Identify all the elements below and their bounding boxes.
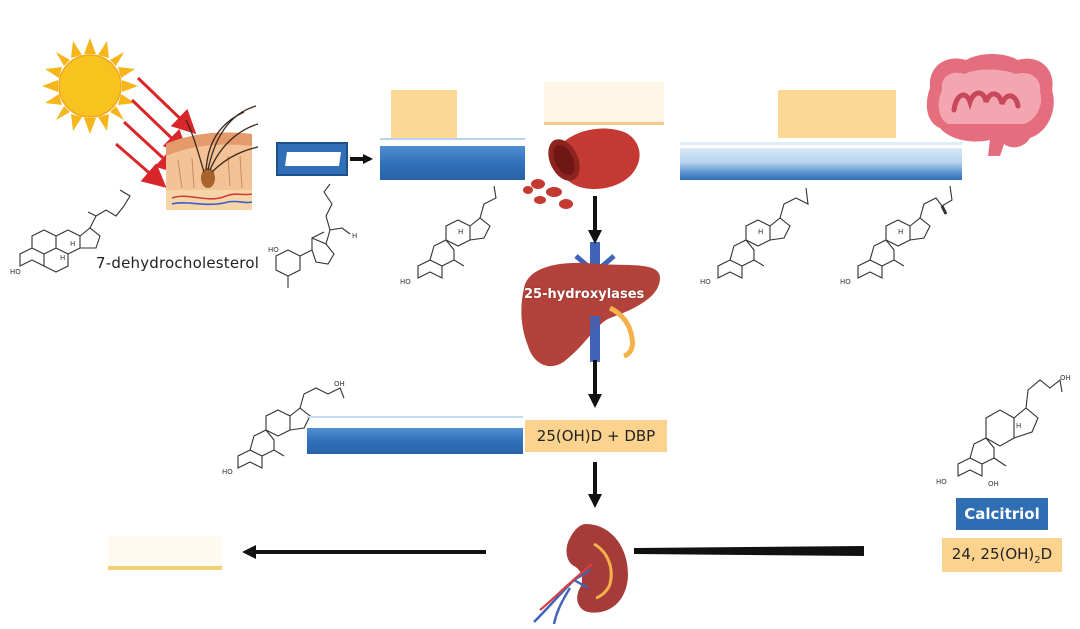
bar-circulation: [307, 428, 523, 454]
calcitriol-label: Calcitriol: [964, 505, 1040, 523]
svg-text:HO: HO: [400, 278, 411, 286]
blank-box-bottom-left: [108, 536, 222, 570]
sun-icon: [42, 38, 138, 134]
complex-box: 25(OH)D + DBP: [525, 420, 667, 452]
svg-text:HO: HO: [10, 268, 21, 276]
liver-icon: [521, 242, 660, 367]
svg-text:HO: HO: [840, 278, 851, 286]
enzyme-label: 25-hydroxylases: [524, 287, 645, 302]
svg-text:HO: HO: [936, 478, 947, 486]
svg-text:OH: OH: [334, 380, 345, 388]
pale-line-top-right: [680, 142, 962, 145]
calcitriol-structure: HO OH OH H: [936, 374, 1071, 488]
vitamin-d3-structure: HO H: [400, 185, 497, 286]
svg-text:H: H: [1016, 422, 1021, 430]
pale-line-mid: [307, 416, 523, 418]
pale-line-top-left: [380, 138, 525, 140]
skin-icon: [166, 105, 258, 210]
calcitriol-box: Calcitriol: [956, 498, 1048, 530]
svg-text:HO: HO: [222, 468, 233, 476]
previtamin-d3-structure: HO H: [268, 183, 357, 288]
cholecalciferol-structure: HO H: [700, 187, 809, 286]
box-skin-process: [276, 142, 348, 176]
svg-text:H: H: [70, 240, 75, 248]
divider: [544, 122, 664, 125]
bar-dietary-sources: [680, 148, 962, 180]
blank-box-top-left: [391, 90, 457, 138]
metabolite-box: 24, 25(OH)2D: [942, 538, 1062, 572]
svg-text:HO: HO: [268, 246, 279, 254]
ergocalciferol-structure: HO H: [840, 185, 953, 286]
svg-text:H: H: [60, 254, 65, 262]
svg-text:HO: HO: [700, 278, 711, 286]
intestine-icon: [926, 54, 1054, 156]
svg-text:H: H: [898, 228, 903, 236]
svg-text:OH: OH: [988, 480, 999, 488]
svg-text:H: H: [352, 232, 357, 240]
svg-text:H: H: [458, 228, 463, 236]
metabolite-label: 24, 25(OH)2D: [951, 544, 1053, 566]
7-dehydrocholesterol-structure: HO H H: [10, 189, 131, 276]
blank-box-top-center: [544, 82, 664, 124]
blank-box-top-right: [778, 90, 896, 138]
precursor-label: 7-dehydrocholesterol: [96, 254, 260, 272]
complex-label: 25(OH)D + DBP: [536, 427, 656, 445]
bar-vitamin-d3: [380, 146, 525, 180]
blood-vessel-icon: [523, 128, 640, 209]
svg-text:OH: OH: [1060, 374, 1071, 382]
svg-text:H: H: [758, 228, 763, 236]
kidney-icon: [533, 524, 628, 625]
